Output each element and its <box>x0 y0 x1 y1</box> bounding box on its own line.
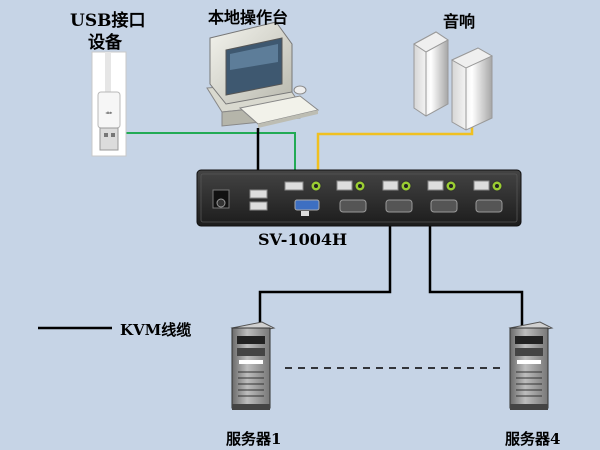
tower-server-icon <box>508 321 554 410</box>
console-label: 本地操作台 <box>208 8 289 27</box>
server4-label: 服务器4 <box>505 430 561 448</box>
tower-server-icon <box>230 321 276 410</box>
speakers-icon <box>413 31 494 131</box>
usb-device-label-line2: 设备 <box>88 33 122 53</box>
speakers-label: 音响 <box>443 12 476 31</box>
kvm-port-group-1 <box>336 180 367 213</box>
usb-cable <box>126 132 296 176</box>
desktop-computer-icon <box>206 21 320 128</box>
kvm-model-label: SV-1004H <box>258 230 348 249</box>
audio-cable <box>316 122 474 176</box>
usb-device-label-line1: USB接口 <box>70 11 146 31</box>
legend-kvm-cable-label: KVM线缆 <box>120 321 192 339</box>
kvm-switch-icon <box>196 169 522 227</box>
server1-label: 服务器1 <box>226 430 282 448</box>
kvm-cable-server4 <box>428 226 524 330</box>
kvm-port-group-2 <box>382 180 413 213</box>
kvm-cable-server1 <box>258 226 392 330</box>
kvm-port-group-4 <box>473 180 503 213</box>
svg-text:⭼: ⭼ <box>105 108 113 119</box>
kvm-port-group-3 <box>427 180 458 213</box>
usb-flash-drive-icon: ⭼ <box>91 51 127 157</box>
